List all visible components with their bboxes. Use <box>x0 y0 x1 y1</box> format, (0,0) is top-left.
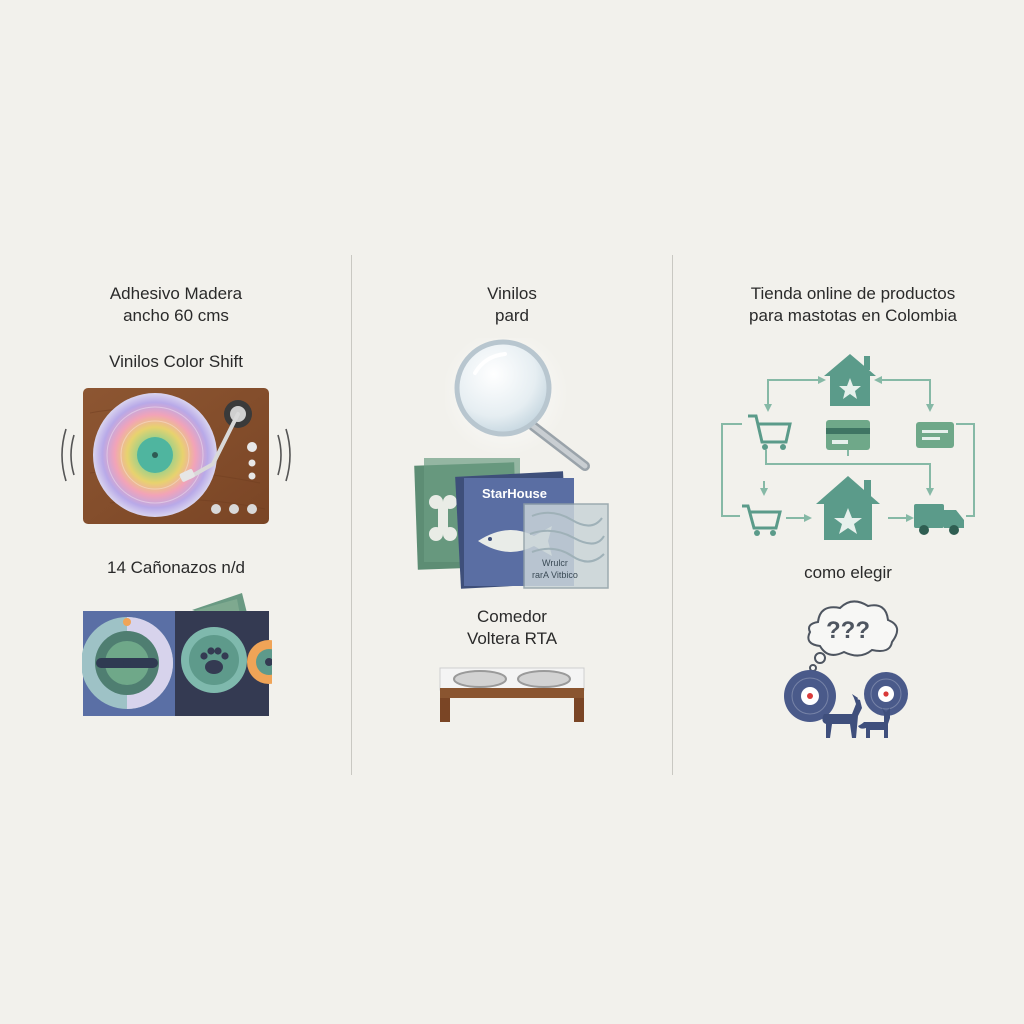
store-icon-bottom <box>816 476 880 540</box>
turntable-icon <box>61 388 291 524</box>
column-2-title-line2: pard <box>494 306 530 325</box>
card-icon-right <box>916 422 954 448</box>
sleeve-overlay-line2: rarA Vitbico <box>532 570 578 580</box>
cat-icon <box>858 708 890 738</box>
vinyl-album-sleeve-icon <box>82 593 272 716</box>
column-3-title: Tienda online de productos para mastotas… <box>728 283 978 327</box>
commerce-flow-diagram <box>721 354 975 540</box>
column-2-caption-line1: Comedor <box>477 607 547 626</box>
choosing-pets-icon: ??? <box>784 600 908 738</box>
column-3-caption: como elegir <box>804 563 892 582</box>
card-icon <box>826 420 870 450</box>
column-2-title: Vinilos pard <box>412 283 612 327</box>
sleeve-overlay-line1: Wrulcr <box>542 558 568 568</box>
column-1-title-line2: ancho 60 cms <box>123 306 229 325</box>
cart-icon-top <box>748 414 792 444</box>
column-divider-left <box>351 255 352 775</box>
column-1-title-line1: Adhesivo Madera <box>109 284 243 303</box>
pet-feeder-icon <box>439 667 585 722</box>
magnifying-glass-icon <box>445 338 590 471</box>
record-sleeves-icon: StarHouse Wrulcr rarA Vitbico <box>414 458 609 589</box>
sleeve-brand-text: StarHouse <box>482 486 547 501</box>
dog-icon <box>822 694 862 738</box>
column-divider-right <box>672 255 673 775</box>
column-3-title-line1: Tienda online de productos <box>750 284 956 303</box>
column-2-caption-line2: Voltera RTA <box>466 629 558 648</box>
column-2-title-line1: Vinilos <box>487 284 537 303</box>
truck-icon <box>914 504 964 535</box>
column-1-title: Adhesivo Madera ancho 60 cms <box>76 283 276 327</box>
column-3-title-line2: para mastotas en Colombia <box>749 306 957 325</box>
store-icon-top <box>824 354 876 406</box>
column-1-caption: 14 Cañonazos n/d <box>107 558 245 577</box>
column-1-subtitle: Vinilos Color Shift <box>109 352 243 371</box>
thought-text: ??? <box>826 617 870 644</box>
cart-icon-bottom <box>742 504 782 530</box>
column-2-caption: Comedor Voltera RTA <box>412 606 612 650</box>
